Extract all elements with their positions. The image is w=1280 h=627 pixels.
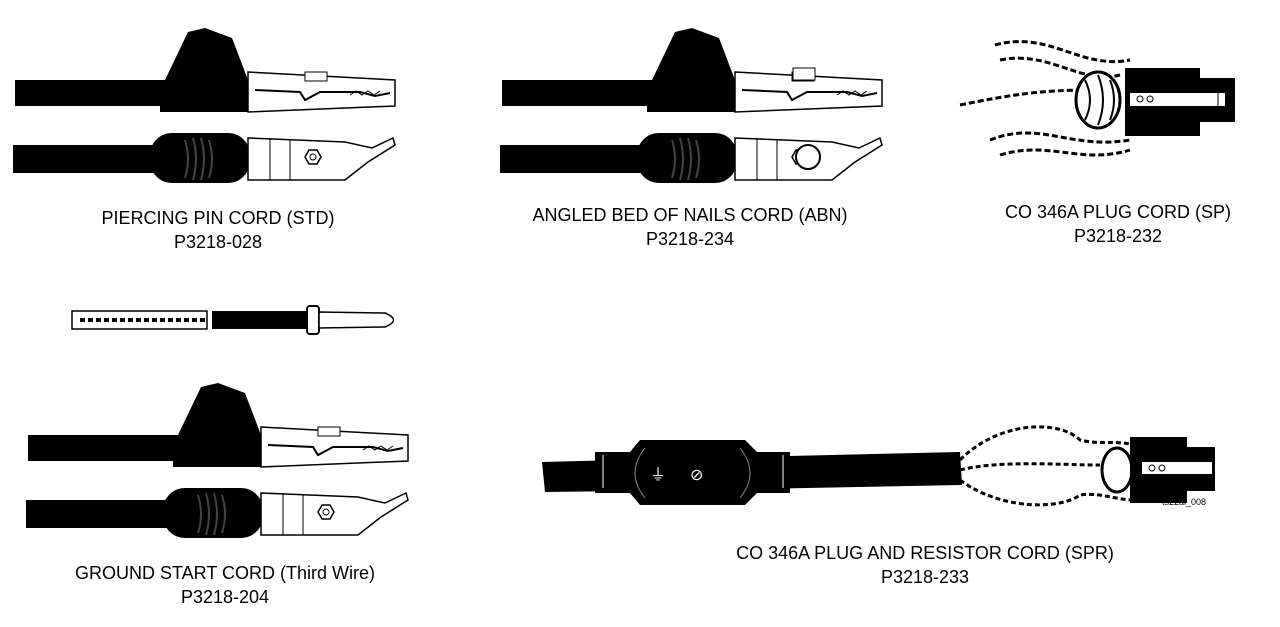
caption-angled-bed-of-nails-cord: ANGLED BED OF NAILS CORD (ABN) P3218-234 (532, 203, 847, 251)
ground-start-cord-drawing (25, 382, 409, 539)
svg-text:⏚: ⏚ (650, 466, 666, 484)
cord-name: ANGLED BED OF NAILS CORD (ABN) (532, 205, 848, 225)
caption-plug-cord: CO 346A PLUG CORD (SP) P3218-232 (1005, 200, 1231, 248)
piercing-pin-cord-drawing (12, 27, 396, 184)
cord-part-number: P3218-233 (880, 567, 970, 587)
cord-part-number: P3218-204 (180, 587, 270, 607)
angled-bed-of-nails-cord-drawing (499, 27, 883, 184)
cord-name: PIERCING PIN CORD (STD) (101, 208, 335, 228)
caption-plug-resistor-cord: CO 346A PLUG AND RESISTOR CORD (SPR) P32… (736, 541, 1114, 589)
svg-text:⊘: ⊘ (690, 467, 703, 484)
caption-ground-start-cord: GROUND START CORD (Third Wire) P3218-204 (75, 561, 375, 609)
plug-resistor-cord-drawing: ⏚ ⊘ (542, 425, 1215, 507)
cord-part-number: P3218-232 (1073, 226, 1163, 246)
cord-name: CO 346A PLUG AND RESISTOR CORD (SPR) (736, 543, 1114, 563)
cord-name: GROUND START CORD (Third Wire) (74, 563, 376, 583)
plug-cord-drawing (959, 40, 1235, 157)
caption-piercing-pin-cord: PIERCING PIN CORD (STD) P3218-028 (101, 206, 334, 254)
cord-part-number: P3218-028 (173, 232, 263, 252)
cord-part-number: P3218-234 (645, 229, 735, 249)
cord-name: CO 346A PLUG CORD (SP) (1004, 202, 1232, 222)
figure-id: ts22al_008 (1162, 497, 1207, 507)
probe-pin-drawing (71, 305, 395, 335)
